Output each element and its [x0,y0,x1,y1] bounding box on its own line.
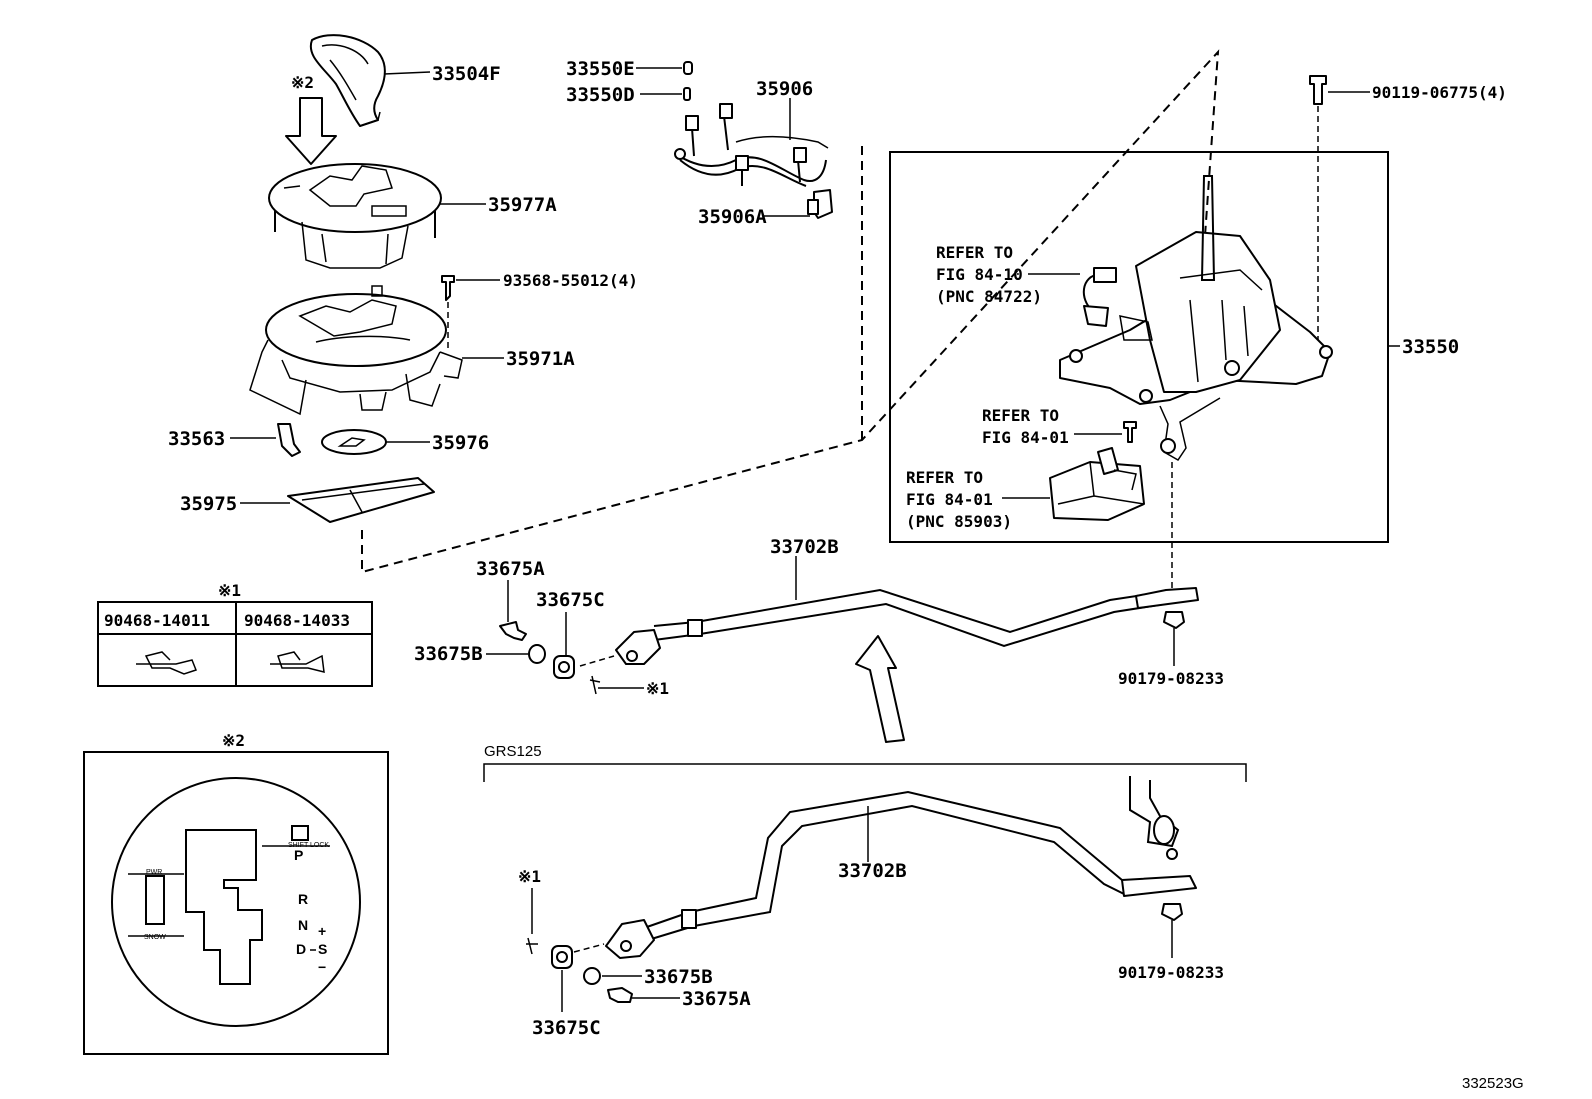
shift-lever-assembly [1059,175,1333,461]
label-washer-b-upper: 33675B [414,643,483,665]
nut-lower-icon [1161,903,1183,921]
bracket-lower [1129,776,1180,860]
label-bushing-c-upper: 33675C [536,589,605,611]
lever-connector [1082,267,1117,327]
pin-a-upper [499,621,527,641]
control-cable-upper [615,587,1199,665]
label-nut-upper: 90179-08233 [1118,669,1224,688]
label-wire-harness: 35906 [756,78,813,100]
refer-2-line1: REFER TO [982,406,1059,425]
detail-box [83,751,389,1055]
shift-lock-icon [291,825,309,841]
label-knob: 33504F [432,63,501,85]
refer-1-line3: (PNC 84722) [936,287,1042,306]
detail-mark: ※2 [222,731,245,750]
refer-1-line1: REFER TO [936,243,1013,262]
label-mark1-lower: ※1 [518,867,541,886]
screw-icon [441,275,455,301]
clip-table-mark: ※1 [218,581,241,600]
clip-pin-lower [526,937,538,955]
label-mark2-top: ※2 [291,73,314,92]
label-screw: 93568-55012(4) [503,271,638,290]
bushing-c-upper [553,655,575,679]
clip-pin-upper [589,675,601,695]
small-screw-icon [1123,421,1137,443]
lever-assy-box [889,151,1389,543]
bolt-icon [1309,75,1327,105]
bushing-c-lower [551,945,573,969]
clip-part [277,423,301,457]
pos-r: R [298,891,308,907]
label-bushing-c-lower: 33675C [532,1017,601,1039]
refer-3-line3: (PNC 85903) [906,512,1012,531]
label-slide-plate: 35975 [180,493,237,515]
pos-plus: + [318,923,326,939]
label-nut-lower: 90179-08233 [1118,963,1224,982]
pos-s: S [318,941,327,957]
label-shift-lever-assy: 33550 [1402,336,1459,358]
refer-3-line1: REFER TO [906,468,983,487]
tiny-snow: SNOW [144,934,166,941]
refer-2-line2: FIG 84-01 [982,428,1069,447]
label-33550e: 33550E [566,58,635,80]
up-arrow-icon [855,635,905,743]
nut-upper-icon [1163,611,1185,629]
slide-disc [321,429,387,455]
clip-type-1-icon [136,651,197,675]
label-indicator-housing: 35971A [506,348,575,370]
refer-1-line2: FIG 84-10 [936,265,1023,284]
clip-table [97,601,373,687]
clip-table-col-1: 90468-14011 [104,611,210,630]
switch-unit [1049,447,1145,521]
slide-plate [287,477,435,523]
shift-gate [185,829,263,985]
upper-cover [268,163,442,269]
control-cable-lower [605,790,1197,959]
clip-type-2-icon [270,651,325,673]
indicator-plate [111,777,361,1027]
label-pin-a-upper: 33675A [476,558,545,580]
pin-a-lower [607,987,633,1003]
tiny-pwr: PWR [146,869,162,876]
mode-button-icon [145,875,165,925]
indicator-housing [249,285,463,416]
tiny-shift-lock: SHIFT LOCK [288,842,329,849]
label-cable-upper: 33702B [770,536,839,558]
label-bolt: 90119-06775(4) [1372,83,1507,102]
wire-harness [674,103,829,187]
connector [807,189,833,219]
variant-bracket [483,763,1247,782]
down-arrow-icon [285,97,337,165]
label-mark1-upper: ※1 [646,679,669,698]
pos-n: N [298,917,308,933]
label-33550d: 33550D [566,84,635,106]
label-35976: 35976 [432,432,489,454]
label-variant: GRS125 [484,743,542,760]
shift-knob [309,34,386,127]
clip-table-col-2: 90468-14033 [244,611,350,630]
figure-code: 332523G [1462,1075,1524,1092]
pos-p: P [294,847,303,863]
label-cable-lower: 33702B [838,860,907,882]
label-connector: 35906A [698,206,767,228]
label-pin-a-lower: 33675A [682,988,751,1010]
pos-minus: − [318,959,326,975]
refer-3-line2: FIG 84-01 [906,490,993,509]
label-33563: 33563 [168,428,225,450]
label-washer-b-lower: 33675B [644,966,713,988]
label-upper-cover: 35977A [488,194,557,216]
pos-d: D [296,941,306,957]
